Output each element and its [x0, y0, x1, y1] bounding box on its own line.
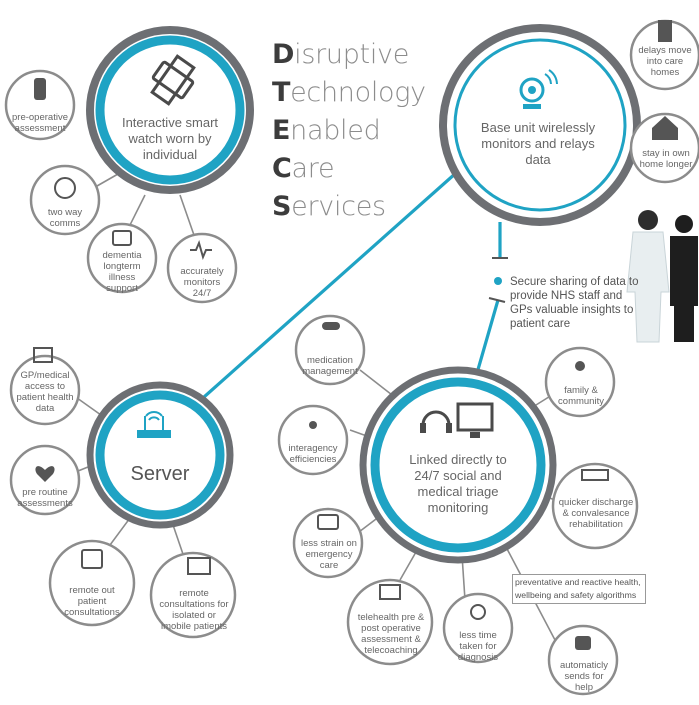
sat-stay-label: stay in own home longer	[639, 148, 693, 170]
link-caps	[488, 257, 508, 303]
sat-remote-out-label: remote out patient consultations	[64, 585, 120, 618]
watch-icon	[150, 54, 196, 106]
sat-gp-label: GP/medical access to patient health data	[16, 370, 74, 414]
sat-medication-label: medication management	[302, 355, 358, 377]
title-line-1: Disruptive	[272, 39, 410, 70]
page-title: Disruptive Technology Enabled Care Servi…	[272, 36, 442, 226]
building-icon	[658, 20, 672, 42]
computer-icon	[33, 347, 53, 363]
payphone-icon	[81, 549, 103, 569]
network-icon	[309, 421, 317, 429]
stethoscope-monitor-icon	[187, 557, 211, 575]
headset-monitor-icon	[420, 402, 494, 438]
bed-icon	[581, 469, 609, 481]
router-icon	[137, 411, 171, 438]
house-icon	[652, 116, 678, 140]
sat-preop-label: pre-operative assessment	[12, 112, 68, 134]
hub-server-label: Server	[130, 463, 190, 485]
ambulance-front-icon	[575, 636, 591, 650]
pill-icon	[322, 322, 340, 330]
title-line-4: Care Services	[272, 153, 386, 222]
ecg-monitor-icon	[379, 584, 401, 600]
satellite-circles	[4, 19, 699, 696]
sat-strain-label: less strain on emergency care	[301, 538, 357, 571]
hub-base-label: Base unit wirelessly monitors and relays…	[480, 120, 596, 167]
main-links	[193, 163, 502, 407]
sat-routine-label: pre routine assessments	[17, 487, 73, 509]
secure-dot	[494, 277, 502, 285]
hub-triage-ring	[359, 366, 557, 564]
tablet-icon	[112, 230, 132, 246]
stethoscope-icon	[470, 604, 486, 620]
sat-discharge-label: quicker discharge & convalesance rehabil…	[558, 497, 634, 530]
family-icon	[575, 361, 585, 371]
sat-remote-isolated-label: remote consultations for isolated or imo…	[159, 588, 229, 632]
hub-watch-ring	[86, 26, 254, 194]
sat-auto-label: automaticly sends for help	[559, 660, 609, 693]
clinicians-illustration	[626, 210, 698, 343]
ambulance-icon	[317, 514, 339, 530]
sat-delays-label: delays move into care homes	[638, 45, 692, 78]
hub-server-ring	[86, 381, 234, 529]
hub-triage-label: Linked directly to 24/7 social and medic…	[409, 452, 507, 515]
webcam-icon	[519, 69, 558, 109]
sat-dementia-label: dementia longterm illness support	[102, 250, 142, 294]
sat-family-label: family & community	[558, 385, 604, 407]
pulse-icon	[190, 240, 212, 260]
sat-comms-label: two way comms	[47, 207, 83, 229]
hub-base-ring	[439, 24, 641, 226]
sat-monitors-label: accurately monitors 24/7	[180, 266, 224, 299]
algorithms-note: preventative and reactive health, wellbe…	[512, 574, 646, 604]
title-line-3: Enabled	[272, 115, 381, 146]
title-line-2: Technology	[272, 77, 426, 108]
satellite-icons	[33, 20, 678, 650]
hub-watch-label: Interactive smart watch worn by individu…	[121, 115, 219, 162]
sat-telehealth-label: telehealth pre & post operative assessme…	[357, 612, 425, 656]
secure-sharing-note: Secure sharing of data to provide NHS st…	[510, 276, 639, 330]
heart-icon	[35, 466, 55, 482]
sat-diagnosis-label: less time taken for diagnosis	[457, 630, 499, 663]
sat-interagency-label: interagency efficiencies	[288, 443, 338, 465]
bottle-icon	[34, 78, 46, 100]
phone-icon	[54, 177, 76, 199]
